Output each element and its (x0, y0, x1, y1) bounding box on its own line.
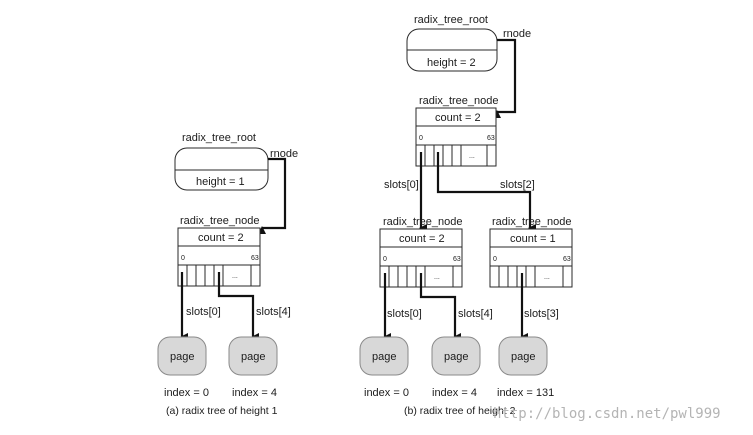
tree-b-right-slot-ellipsis: ... (544, 274, 550, 281)
tree-b-page-4-label: page (444, 351, 468, 363)
tree-b-left-slot-ellipsis: ... (434, 274, 440, 281)
tree-b-right-node-count: count = 1 (510, 233, 556, 245)
watermark: http://blog.csdn.net/pwl999 (493, 406, 721, 422)
tree-b-left-slot-last: 63 (453, 256, 461, 263)
tree-a-slot-last: 63 (251, 255, 259, 262)
tree-a-page-0-label: page (170, 351, 194, 363)
tree-b-left-node-count: count = 2 (399, 233, 445, 245)
tree-a: radix_tree_root height = 1 rnode radix_t… (157, 132, 298, 417)
tree-a-page-0: page index = 0 (157, 336, 209, 399)
tree-b-left-slot0-label: slots[0] (387, 308, 422, 320)
tree-b-right-slot-last: 63 (563, 256, 571, 263)
tree-a-index-4: index = 4 (232, 387, 277, 399)
tree-b-top-slot-last: 63 (487, 135, 495, 142)
tree-b-rnode-pointer (493, 38, 517, 118)
tree-b-right-node-label: radix_tree_node (492, 216, 572, 228)
tree-b-top-node-label: radix_tree_node (419, 95, 499, 107)
tree-b-page-131-label: page (511, 351, 535, 363)
tree-b-page-131: page index = 131 (497, 336, 554, 399)
tree-b-right-slot-first: 0 (493, 256, 497, 263)
tree-b-top-slot2-pointer (436, 152, 536, 232)
tree-a-node-count: count = 2 (198, 232, 244, 244)
tree-b-page-4: page index = 4 (431, 336, 481, 399)
tree-b-right-node: radix_tree_node count = 1 0 63 ... (489, 216, 573, 288)
tree-a-page-4: page index = 4 (228, 336, 278, 399)
tree-b-top-node-count: count = 2 (435, 112, 481, 124)
tree-b-index-4: index = 4 (432, 387, 477, 399)
tree-a-node-label: radix_tree_node (180, 215, 260, 227)
tree-b-caption: (b) radix tree of height 2 (404, 405, 516, 417)
tree-a-slot0-label: slots[0] (186, 306, 221, 318)
tree-b-root-height: height = 2 (427, 57, 476, 69)
tree-a-root: radix_tree_root height = 1 rnode (174, 132, 298, 191)
tree-b-rnode-label: rnode (503, 28, 531, 40)
tree-a-root-label: radix_tree_root (182, 132, 256, 144)
tree-b-root: radix_tree_root height = 2 rnode (406, 14, 531, 72)
tree-b-left-slot4-pointer (419, 273, 461, 341)
tree-b-page-0: page index = 0 (359, 336, 409, 399)
tree-b-top-slot-ellipsis: ... (469, 153, 475, 160)
tree-b-left-slot4-label: slots[4] (458, 308, 493, 320)
tree-a-slot4-pointer (217, 272, 259, 341)
tree-b-left-slot-first: 0 (383, 256, 387, 263)
tree-b: radix_tree_root height = 2 rnode radix_t… (359, 14, 573, 417)
tree-b-top-slot-first: 0 (419, 135, 423, 142)
tree-a-root-box (174, 147, 269, 191)
tree-b-index-0: index = 0 (364, 387, 409, 399)
tree-b-top-node: radix_tree_node count = 2 0 63 ... (415, 95, 499, 167)
tree-a-slot4-label: slots[4] (256, 306, 291, 318)
tree-a-page-4-label: page (241, 351, 265, 363)
tree-a-caption: (a) radix tree of height 1 (166, 405, 278, 417)
tree-a-index-0: index = 0 (164, 387, 209, 399)
tree-b-top-slot0-label: slots[0] (384, 179, 419, 191)
tree-b-top-slot-array: ... (415, 144, 497, 167)
tree-a-rnode-pointer (258, 157, 287, 234)
tree-b-page-0-label: page (372, 351, 396, 363)
tree-a-slot-first: 0 (181, 255, 185, 262)
tree-b-root-label: radix_tree_root (414, 14, 488, 26)
tree-b-top-slot2-label: slots[2] (500, 179, 535, 191)
tree-a-rnode-label: rnode (270, 148, 298, 160)
tree-a-root-height: height = 1 (196, 176, 245, 188)
tree-b-index-131: index = 131 (497, 387, 554, 399)
tree-a-slot-ellipsis: ... (232, 273, 238, 280)
tree-b-right-slot-array: ... (489, 265, 573, 288)
tree-b-left-node-label: radix_tree_node (383, 216, 463, 228)
tree-b-right-slot3-label: slots[3] (524, 308, 559, 320)
